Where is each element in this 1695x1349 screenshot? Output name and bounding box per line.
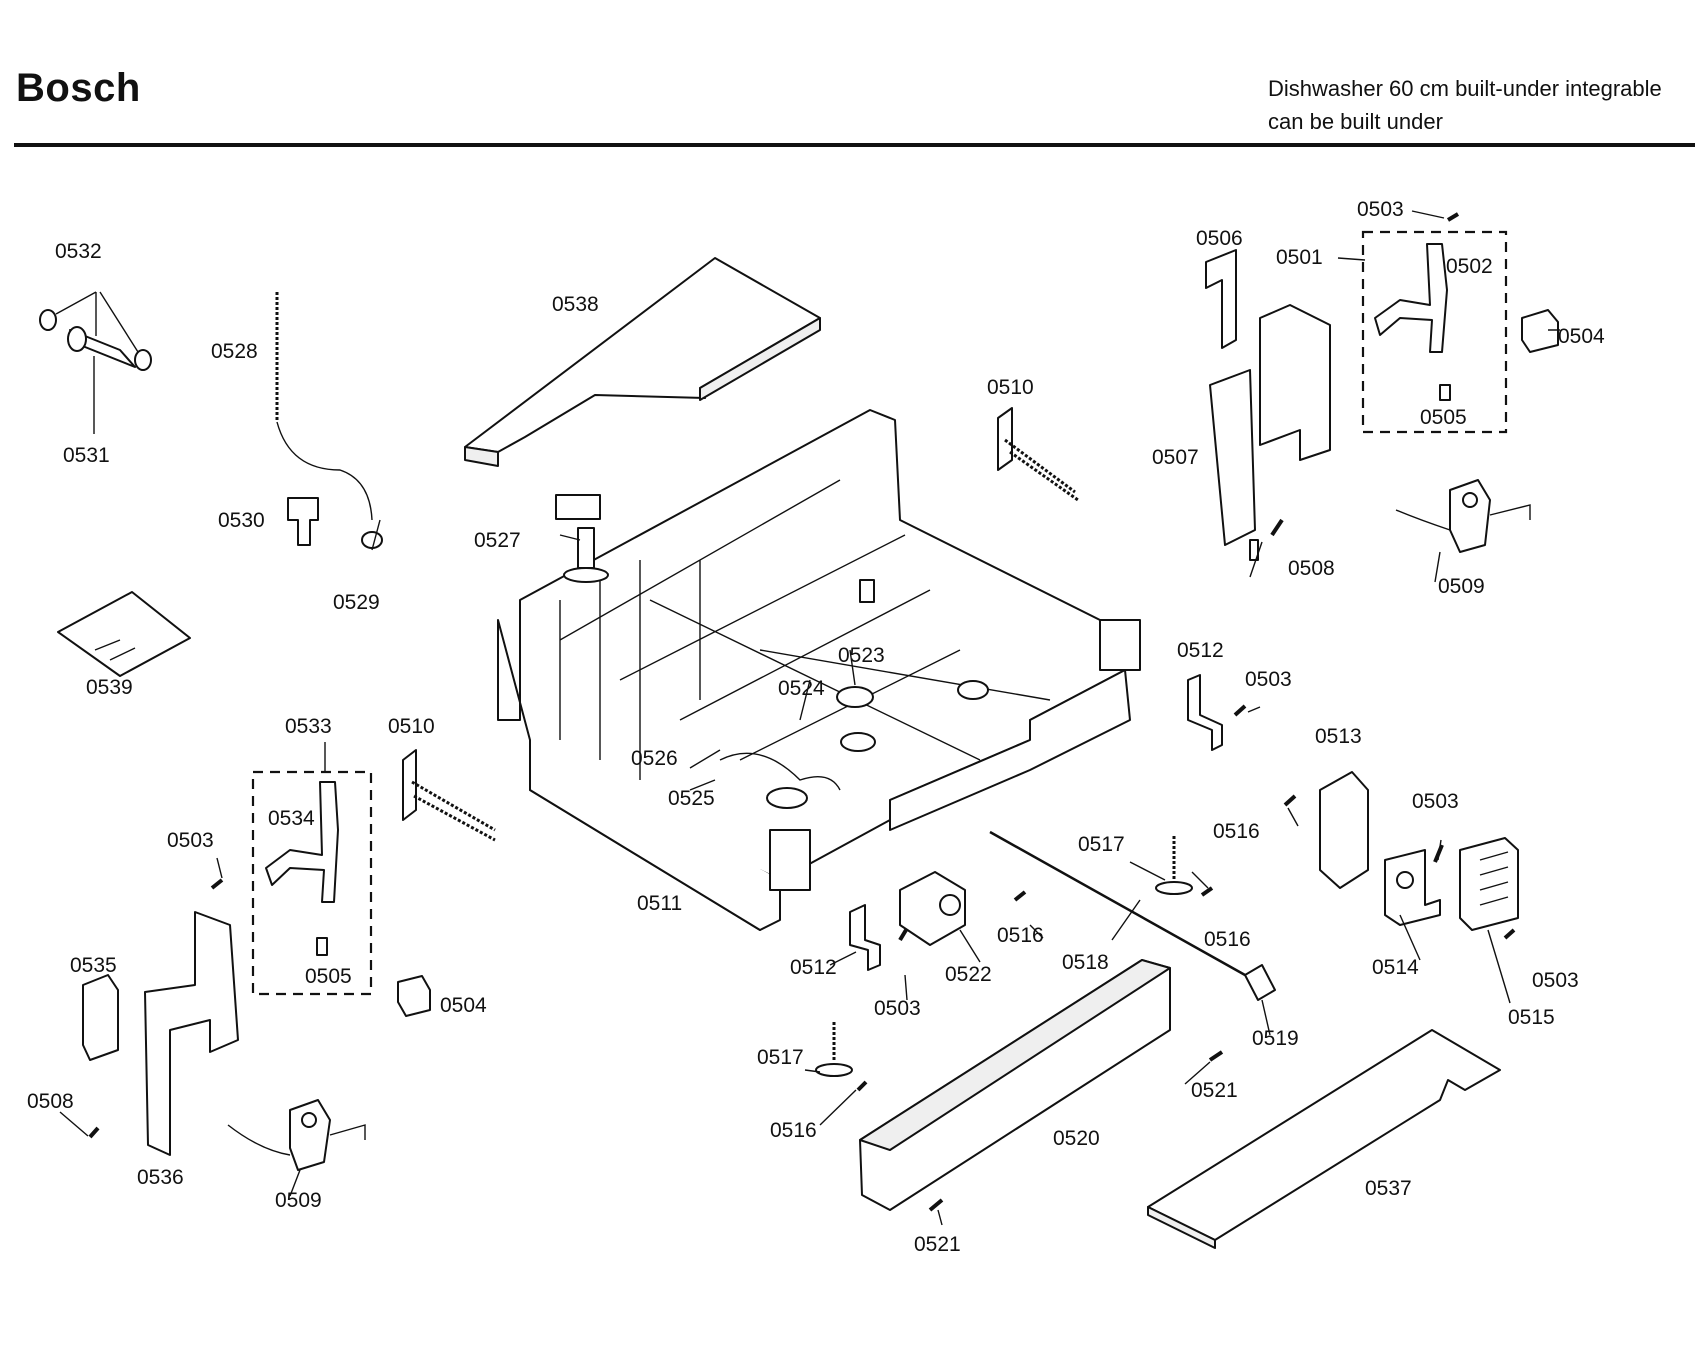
callout-0536: 0536: [137, 1166, 184, 1189]
callout-0516-b: 0516: [1204, 928, 1251, 951]
page-header: Bosch Dishwasher 60 cm built-under integ…: [0, 0, 1695, 150]
callout-0510-right: 0510: [987, 376, 1034, 399]
callout-0518: 0518: [1062, 951, 1109, 974]
callout-0512-right: 0512: [1177, 639, 1224, 662]
callout-0532: 0532: [55, 240, 102, 263]
callout-0537: 0537: [1365, 1177, 1412, 1200]
part-0509-drawing: [227, 479, 1531, 1171]
callout-0531: 0531: [63, 444, 110, 467]
part-0504-drawing: [397, 309, 1559, 1017]
part-0515-drawing: [1459, 837, 1519, 931]
part-0502-drawing: [1361, 230, 1508, 434]
callout-0506: 0506: [1196, 227, 1243, 250]
callout-0503-r2: 0503: [1412, 790, 1459, 813]
part-0527-drawing: [555, 494, 609, 583]
callout-0516-d: 0516: [770, 1119, 817, 1142]
callout-0520: 0520: [1053, 1127, 1100, 1150]
part-0520-drawing: [859, 959, 1171, 1211]
callout-0509-left: 0509: [275, 1189, 322, 1212]
callout-0533: 0533: [285, 715, 332, 738]
part-0536-drawing: [144, 911, 239, 1156]
callout-0510-left: 0510: [388, 715, 435, 738]
callout-0511: 0511: [637, 892, 682, 915]
callout-0521-left: 0521: [914, 1233, 961, 1256]
callout-0516-c: 0516: [997, 924, 1044, 947]
callout-0505-right: 0505: [1420, 406, 1467, 429]
callout-0523: 0523: [838, 644, 885, 667]
part-0507-drawing: [1205, 249, 1331, 561]
part-0537-drawing: [1147, 1029, 1501, 1249]
callout-labels: 0532 0531 0528 0530 0529 0539 0538 0527 …: [27, 198, 1605, 1256]
callout-0535: 0535: [70, 954, 117, 977]
callout-0517-right: 0517: [1078, 833, 1125, 856]
callout-0503-left: 0503: [167, 829, 214, 852]
leader-lines: [59, 210, 1560, 1226]
callout-0521-right: 0521: [1191, 1079, 1238, 1102]
callout-0526: 0526: [631, 747, 678, 770]
callout-0508-right: 0508: [1288, 557, 1335, 580]
callout-0538: 0538: [552, 293, 599, 316]
callout-0525: 0525: [668, 787, 715, 810]
product-description: Dishwasher 60 cm built-under integrable …: [1268, 72, 1662, 138]
part-0512-drawing: [849, 674, 1223, 971]
part-0534-drawing: [251, 770, 373, 996]
callout-0507: 0507: [1152, 446, 1199, 469]
callout-0528: 0528: [211, 340, 258, 363]
callout-0503-bottom: 0503: [874, 997, 921, 1020]
product-line-1: Dishwasher 60 cm built-under integrable: [1268, 76, 1662, 101]
part-0518-drawing: [989, 830, 1276, 1001]
part-0517-drawing: [815, 836, 1193, 1077]
callout-0513: 0513: [1315, 725, 1362, 748]
callout-0519: 0519: [1252, 1027, 1299, 1050]
callout-0517-left: 0517: [757, 1046, 804, 1069]
callout-0527: 0527: [474, 529, 521, 552]
part-0531-drawing: [39, 291, 152, 434]
callout-0529: 0529: [333, 591, 380, 614]
callout-0502: 0502: [1446, 255, 1493, 278]
callout-0509-right: 0509: [1438, 575, 1485, 598]
callout-0514: 0514: [1372, 956, 1419, 979]
callout-0505-left: 0505: [305, 965, 352, 988]
callout-0516-a: 0516: [1213, 820, 1260, 843]
part-0528-drawing: [275, 292, 383, 549]
header-rule: [14, 143, 1695, 147]
callout-0501: 0501: [1276, 246, 1323, 269]
callout-0503-top: 0503: [1357, 198, 1404, 221]
callout-0504-right: 0504: [1558, 325, 1605, 348]
callout-0534: 0534: [268, 807, 315, 830]
part-0535-drawing: [82, 974, 119, 1061]
part-0538-drawing: [464, 257, 821, 467]
callout-0512-left: 0512: [790, 956, 837, 979]
callout-0508-left: 0508: [27, 1090, 74, 1113]
part-0522-drawing: [899, 871, 966, 946]
callout-0539: 0539: [86, 676, 133, 699]
part-0510-drawings: [402, 407, 1079, 842]
callout-0503-r3: 0503: [1532, 969, 1579, 992]
brand-name: Bosch: [16, 66, 141, 110]
callout-0503-mid: 0503: [1245, 668, 1292, 691]
callout-0515: 0515: [1508, 1006, 1555, 1029]
product-line-2: can be built under: [1268, 109, 1443, 134]
part-0514-drawing: [1384, 849, 1441, 926]
part-0513-drawing: [1319, 771, 1369, 889]
part-0511-drawing: [497, 409, 1141, 931]
callout-0504-left: 0504: [440, 994, 487, 1017]
callout-0530: 0530: [218, 509, 265, 532]
callout-0524: 0524: [778, 677, 825, 700]
part-0539-drawing: [57, 591, 191, 677]
callout-0522: 0522: [945, 963, 992, 986]
